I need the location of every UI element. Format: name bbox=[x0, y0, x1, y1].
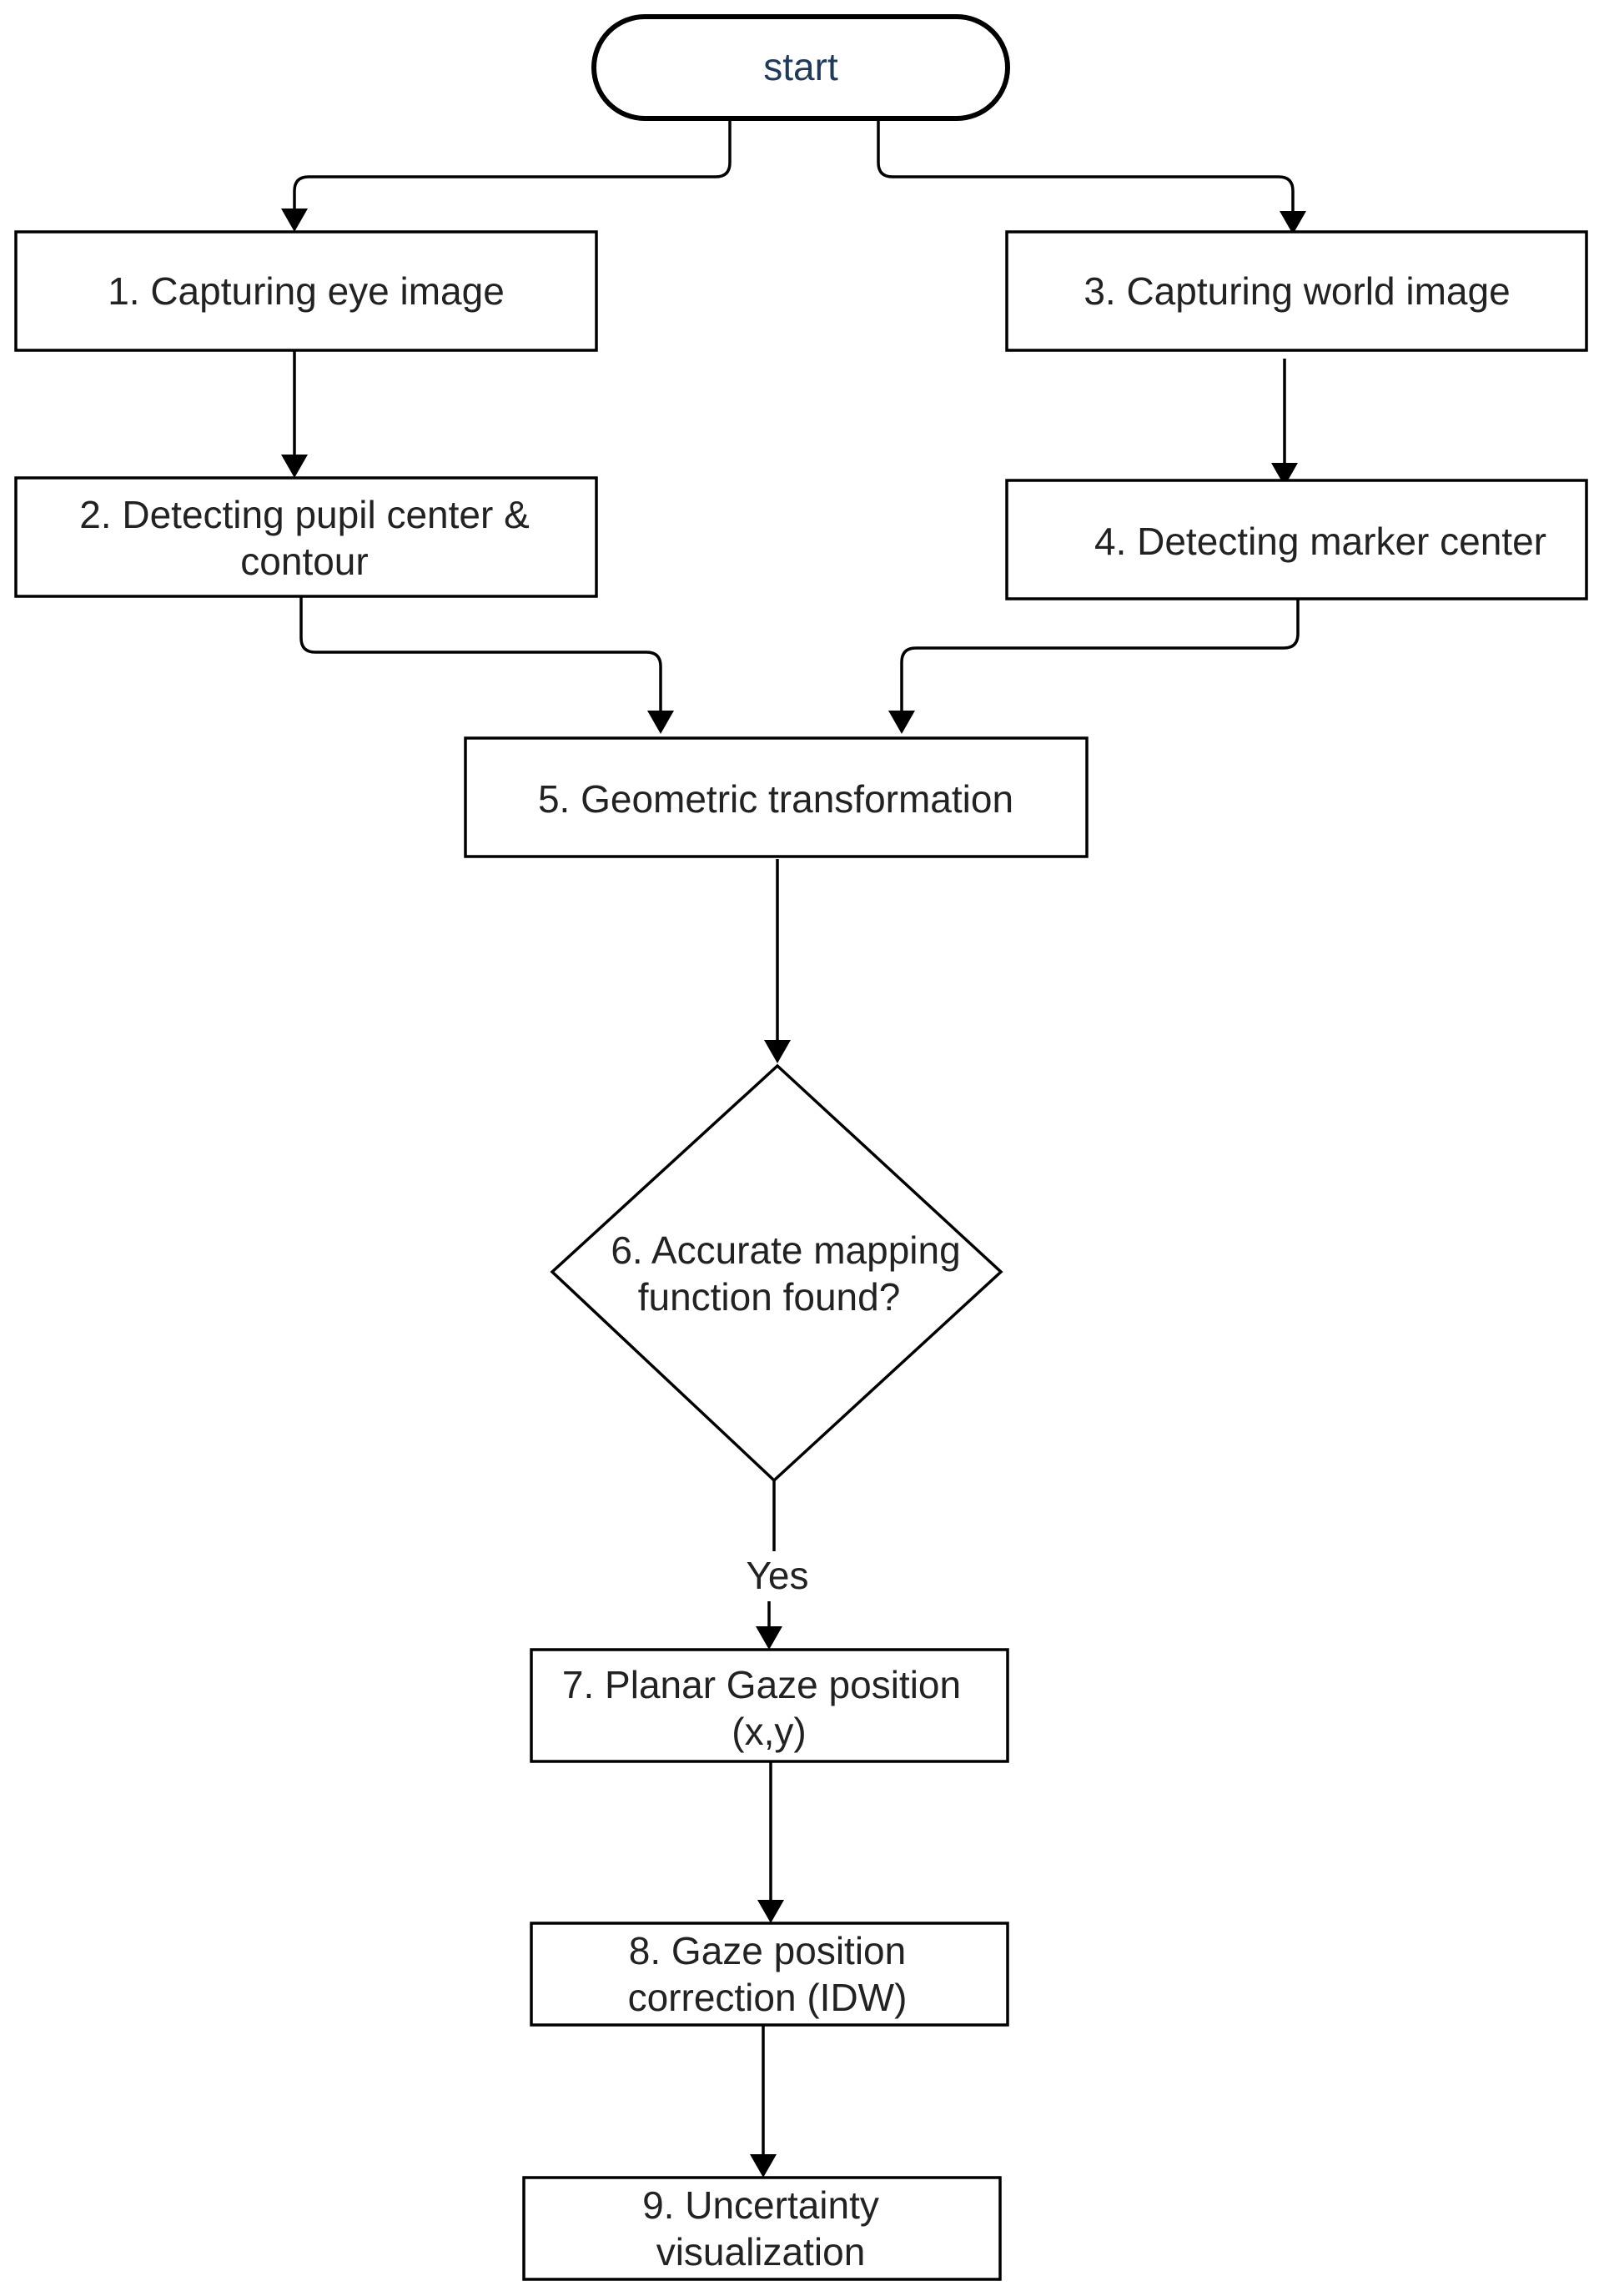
node-1-label: 1. Capturing eye image bbox=[108, 269, 505, 313]
node-9-label-line2: visualization bbox=[656, 2230, 866, 2273]
node-7-planar-gaze-position: 7. Planar Gaze position (x,y) bbox=[530, 1648, 1009, 1763]
node-2-label-line2: contour bbox=[240, 540, 368, 583]
node-8-label-line1: 8. Gaze position bbox=[629, 1929, 906, 1972]
node-6-decision: 6. Accurate mapping function found? bbox=[550, 1063, 1003, 1483]
node-3-capturing-world-image: 3. Capturing world image bbox=[1005, 230, 1588, 352]
node-8-label-line2: correction (IDW) bbox=[628, 1976, 908, 2019]
node-8-gaze-position-correction: 8. Gaze position correction (IDW) bbox=[530, 1922, 1009, 2027]
node-7-label-line2: (x,y) bbox=[732, 1710, 806, 1753]
node-1-capturing-eye-image: 1. Capturing eye image bbox=[14, 230, 598, 352]
edge-n2-to-n5 bbox=[299, 596, 662, 711]
node-2-label-line1: 2. Detecting pupil center & bbox=[79, 493, 530, 536]
arrowhead-n3 bbox=[1280, 211, 1306, 234]
node-9-label-line1: 9. Uncertainty bbox=[642, 2183, 879, 2227]
arrowhead-n5-right bbox=[888, 711, 915, 734]
node-9-uncertainty-visualization: 9. Uncertainty visualization bbox=[522, 2176, 1002, 2281]
arrowhead-n6 bbox=[764, 1040, 791, 1063]
edge-start-to-n1 bbox=[293, 121, 732, 208]
node-5-geometric-transformation: 5. Geometric transformation bbox=[464, 736, 1089, 858]
edge-label-yes: Yes bbox=[746, 1554, 808, 1597]
arrowhead-n9 bbox=[750, 2154, 777, 2178]
node-5-label: 5. Geometric transformation bbox=[538, 777, 1013, 821]
node-6-label-line2: function found? bbox=[638, 1275, 901, 1319]
edge-start-to-n3 bbox=[877, 121, 1295, 211]
arrowhead-n4 bbox=[1271, 463, 1298, 486]
node-2-detecting-pupil: 2. Detecting pupil center & contour bbox=[14, 476, 598, 598]
arrowhead-n7 bbox=[756, 1626, 782, 1650]
arrowhead-n2 bbox=[281, 455, 308, 478]
node-6-label-line1: 6. Accurate mapping bbox=[611, 1228, 960, 1272]
arrowhead-n8 bbox=[757, 1900, 784, 1923]
node-start-label: start bbox=[763, 45, 838, 88]
node-4-label: 4. Detecting marker center bbox=[1094, 520, 1546, 563]
arrowhead-n5-left bbox=[647, 711, 674, 734]
arrowhead-n1 bbox=[281, 208, 308, 232]
node-4-detecting-marker: 4. Detecting marker center bbox=[1005, 479, 1588, 600]
node-3-label: 3. Capturing world image bbox=[1084, 269, 1510, 313]
node-7-label-line1: 7. Planar Gaze position bbox=[562, 1663, 961, 1706]
node-start: start bbox=[591, 14, 1010, 121]
edge-n4-to-n5 bbox=[900, 596, 1300, 711]
